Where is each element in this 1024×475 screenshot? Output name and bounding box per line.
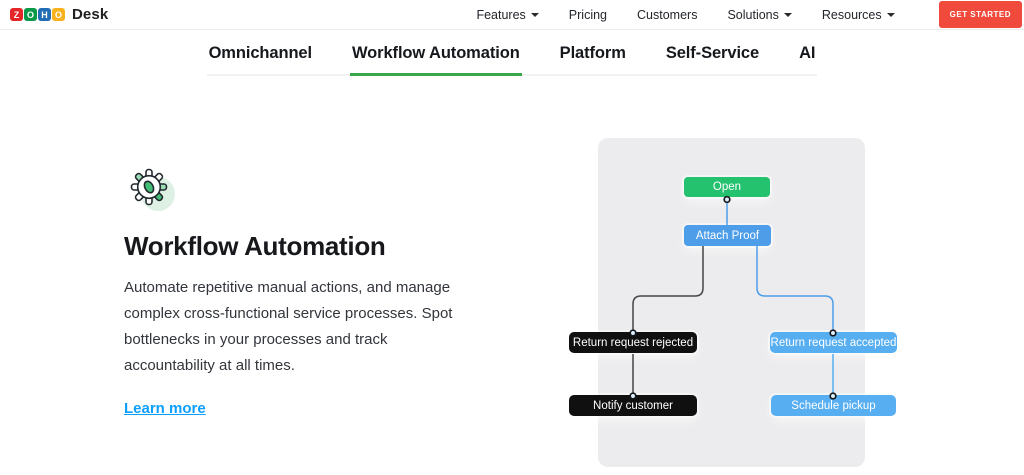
get-started-button[interactable]: GET STARTED bbox=[938, 1, 1022, 28]
chevron-down-icon bbox=[886, 13, 895, 17]
workflow-diagram: Open Attach Proof Return request rejecte… bbox=[560, 138, 905, 468]
nav-item-label: Resources bbox=[821, 7, 882, 22]
product-name: Desk bbox=[72, 6, 109, 23]
tab-ai[interactable]: AI bbox=[799, 44, 816, 62]
nav-item-label: Solutions bbox=[727, 7, 779, 22]
logo-letter-h: H bbox=[38, 8, 51, 21]
learn-more-link[interactable]: Learn more bbox=[124, 400, 206, 417]
feature-description: Automate repetitive manual actions, and … bbox=[124, 279, 453, 374]
tab-workflow-automation[interactable]: Workflow Automation bbox=[350, 31, 522, 76]
tab-platform[interactable]: Platform bbox=[559, 44, 626, 62]
flow-node-notify-customer: Notify customer bbox=[569, 395, 697, 416]
zoho-logo-icon: Z O H O bbox=[10, 8, 65, 21]
nav-item-label: Pricing bbox=[568, 7, 608, 22]
flow-node-open: Open bbox=[684, 177, 770, 197]
flow-node-return-request-accepted: Return request accepted bbox=[770, 332, 897, 353]
logo-letter-z: Z bbox=[10, 8, 23, 21]
tab-self-service[interactable]: Self-Service bbox=[665, 44, 760, 62]
flow-node-attach-proof: Attach Proof bbox=[684, 225, 771, 246]
tab-omnichannel[interactable]: Omnichannel bbox=[208, 44, 313, 62]
chevron-down-icon bbox=[783, 13, 792, 17]
feature-section: Workflow Automation Automate repetitive … bbox=[124, 161, 456, 418]
page-title: Workflow Automation bbox=[124, 231, 386, 261]
logo-letter-o1: O bbox=[24, 8, 37, 21]
top-navigation: Features Pricing Customers Solutions Res… bbox=[476, 1, 1022, 28]
gear-icon bbox=[124, 168, 178, 219]
nav-item-pricing[interactable]: Pricing bbox=[569, 8, 607, 22]
brand-logo[interactable]: Z O H O Desk bbox=[10, 6, 108, 23]
flow-node-schedule-pickup: Schedule pickup bbox=[771, 395, 896, 416]
nav-item-resources[interactable]: Resources bbox=[822, 8, 895, 22]
nav-item-customers[interactable]: Customers bbox=[637, 8, 697, 22]
feature-tabbar: Omnichannel Workflow Automation Platform… bbox=[0, 31, 1024, 76]
flow-node-return-request-rejected: Return request rejected bbox=[569, 332, 697, 353]
logo-letter-o2: O bbox=[52, 8, 65, 21]
nav-item-solutions[interactable]: Solutions bbox=[727, 7, 792, 22]
chevron-down-icon bbox=[530, 13, 539, 17]
top-header: Z O H O Desk Features Pricing Customers … bbox=[0, 0, 1024, 30]
nav-item-features[interactable]: Features bbox=[476, 7, 539, 22]
nav-item-label: Features bbox=[476, 7, 526, 22]
nav-item-label: Customers bbox=[637, 7, 698, 22]
